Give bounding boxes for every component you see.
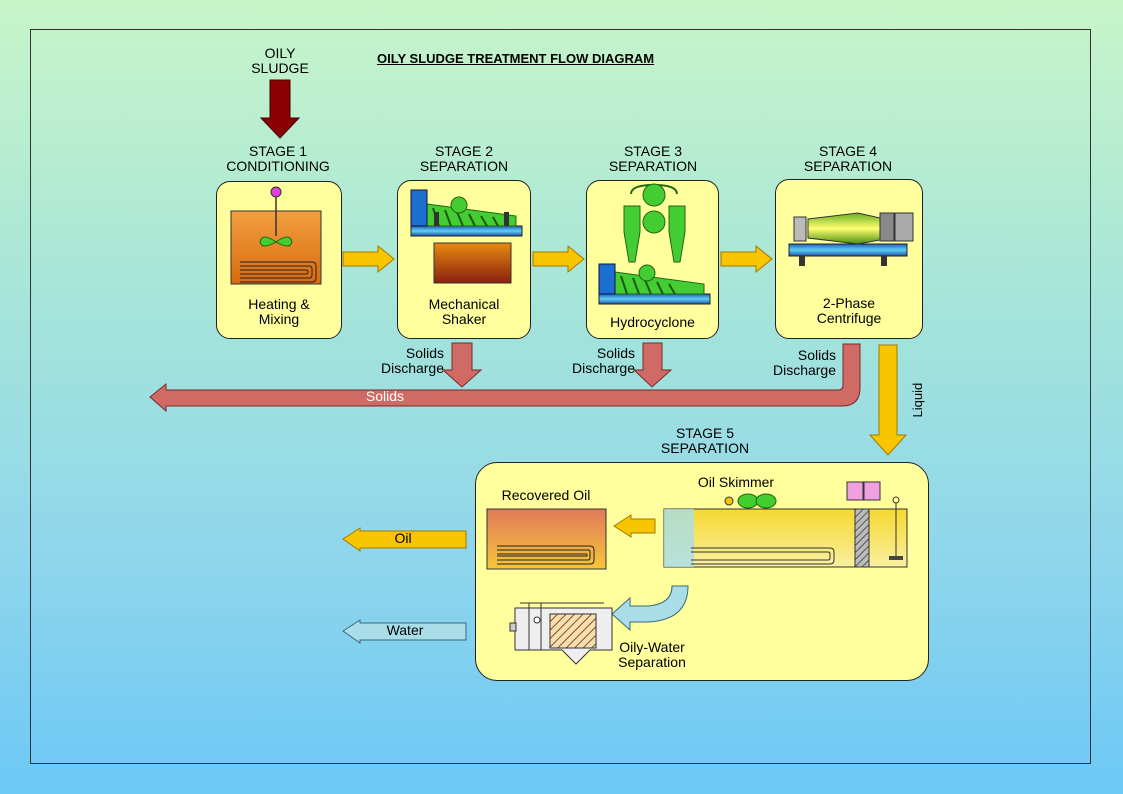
centrifuge-icon xyxy=(788,212,914,266)
process-arrow-3-4 xyxy=(720,244,773,274)
stage-1-heading: STAGE 1 CONDITIONING xyxy=(226,143,330,175)
recovered-oil-label: Recovered Oil xyxy=(501,487,591,503)
water-output-label: Water xyxy=(386,622,424,638)
stage-4-caption: 2-Phase Centrifuge xyxy=(816,295,882,327)
solids-discharge-label-3: Solids Discharge xyxy=(571,345,635,377)
hydrocyclone-icon xyxy=(598,183,711,305)
diagram-frame xyxy=(30,29,1091,764)
skimmer-to-oil-arrow xyxy=(613,514,656,538)
process-arrow-2-3 xyxy=(532,244,585,274)
solids-arrow xyxy=(149,343,861,413)
solids-discharge-label-4: Solids Discharge xyxy=(772,347,836,379)
process-arrow-1-2 xyxy=(342,244,395,274)
liquid-label: Liquid xyxy=(909,382,925,418)
input-label: OILY SLUDGE xyxy=(251,45,309,77)
stage-3-box xyxy=(586,180,719,339)
stage-3-heading: STAGE 3 SEPARATION xyxy=(608,143,698,175)
stage-5-heading: STAGE 5 SEPARATION xyxy=(660,425,750,457)
water-curve-arrow xyxy=(611,585,689,632)
water-output-arrow xyxy=(342,619,467,644)
oil-output-label: Oil xyxy=(394,530,412,546)
oil-skimmer-tank-icon xyxy=(663,481,908,568)
stage-1-caption: Heating & Mixing xyxy=(248,296,310,328)
oil-skimmer-label: Oil Skimmer xyxy=(697,474,775,490)
oily-water-separator-icon xyxy=(509,602,613,665)
oily-water-separation-label: Oily-Water Separation xyxy=(618,639,686,671)
solids-drop-3 xyxy=(632,342,673,388)
stage-3-caption: Hydrocyclone xyxy=(610,314,695,330)
conditioning-tank-icon xyxy=(230,186,322,285)
diagram-title: OILY SLUDGE TREATMENT FLOW DIAGRAM xyxy=(377,51,655,66)
solids-label: Solids xyxy=(365,388,405,404)
recovered-oil-tank-icon xyxy=(486,508,607,570)
stage-2-caption: Mechanical Shaker xyxy=(428,296,500,328)
stage-2-heading: STAGE 2 SEPARATION xyxy=(419,143,509,175)
solids-discharge-label-2: Solids Discharge xyxy=(380,345,444,377)
stage-4-heading: STAGE 4 SEPARATION xyxy=(803,143,893,175)
mechanical-shaker-icon xyxy=(410,189,523,284)
oil-output-arrow xyxy=(342,527,467,552)
input-arrow xyxy=(259,79,301,139)
liquid-arrow xyxy=(868,344,908,456)
solids-drop-2 xyxy=(441,342,483,388)
